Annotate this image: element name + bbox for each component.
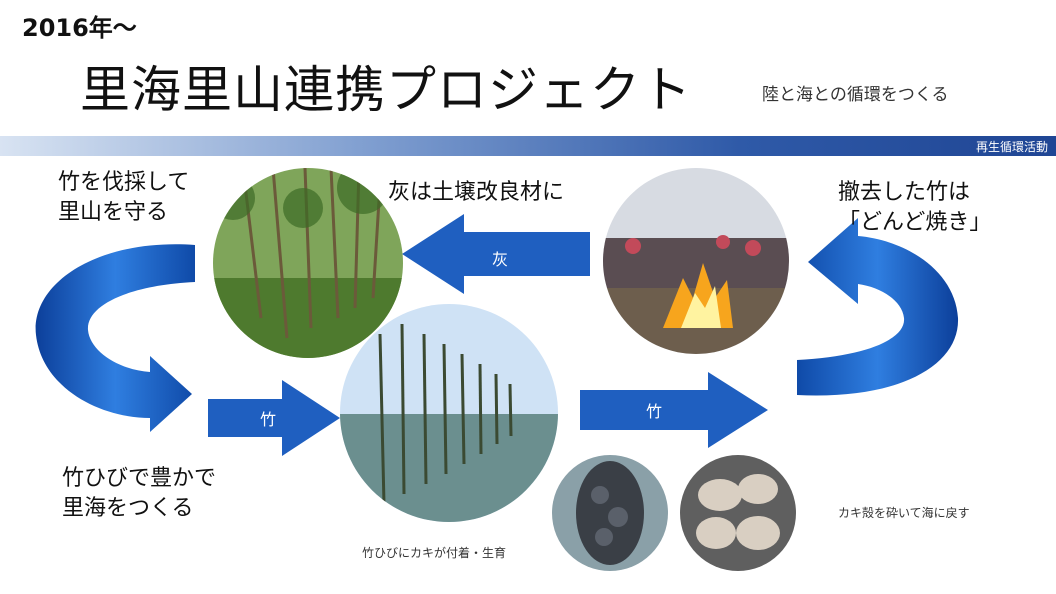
oyster-return-caption: カキ殻を砕いて海に戻す [838, 506, 970, 520]
bonfire-photo [603, 168, 789, 354]
ash-soil-label: 灰は土壌改良材に [388, 180, 565, 205]
header-band [0, 136, 1056, 156]
band-label: 再生循環活動 [975, 140, 1048, 154]
remove-bamboo-label-line1: 撤去した竹は [838, 180, 971, 205]
bamboo-arrow-right-label: 竹 [645, 402, 662, 421]
cut-bamboo-label: 竹を伐採して 里山を守る [58, 168, 189, 228]
remove-bamboo-label: 撤去した竹は 「どんど焼き」 [838, 178, 991, 238]
oyster-attach-caption: 竹ひびにカキが付着・生育 [362, 546, 507, 560]
cut-bamboo-label-line2: 里山を守る [58, 200, 169, 225]
ash-arrow-label: 灰 [491, 250, 508, 269]
rich-sea-label-line2: 里海をつくる [62, 496, 194, 521]
bamboo-arrow-left-label: 竹 [259, 410, 276, 429]
remove-bamboo-label-line2: 「どんど焼き」 [838, 210, 992, 235]
bamboo-arrow-left [208, 380, 340, 456]
page-subtitle: 陸と海との循環をつくる [762, 85, 949, 105]
bamboo-in-sea-photo [340, 304, 558, 522]
oyster-on-bamboo-photo [552, 455, 668, 571]
ash-arrow [402, 214, 590, 294]
bamboo-arrow-right [580, 372, 768, 448]
left-cycle-arrow [35, 244, 195, 432]
page-title: 里海里山連携プロジェクト [80, 61, 692, 119]
cut-bamboo-label-line1: 竹を伐採して [58, 170, 190, 195]
right-cycle-arrow [797, 218, 959, 396]
rich-sea-label-line1: 竹ひびで豊かで [62, 466, 217, 491]
rich-sea-label: 竹ひびで豊かで 里海をつくる [62, 464, 216, 524]
year-label: 2016年〜 [22, 14, 137, 42]
oyster-shells-photo [680, 455, 796, 571]
bamboo-forest-photo [213, 168, 403, 358]
